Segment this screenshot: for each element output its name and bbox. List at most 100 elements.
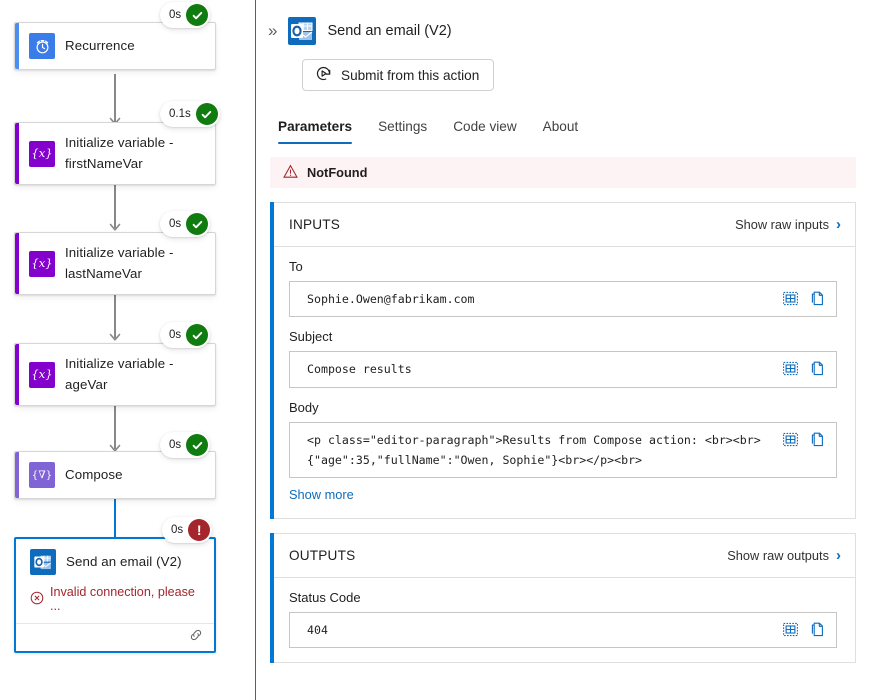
variable-icon: {x} xyxy=(29,140,55,167)
error-banner: NotFound xyxy=(270,157,856,188)
chevron-double-right-icon[interactable]: » xyxy=(268,20,278,40)
field-value: Sophie.Owen@fabrikam.com xyxy=(307,292,475,306)
workflow-node[interactable]: {x} Initialize variable - firstNameVar xyxy=(14,122,216,186)
node-main-row: {x}Initialize variable - ageVar xyxy=(15,344,215,405)
node-accent-bar xyxy=(15,233,19,295)
node-title: Send an email (V2) xyxy=(66,553,182,569)
show-raw-inputs-link[interactable]: Show raw inputs › xyxy=(735,217,841,232)
tab-settings[interactable]: Settings xyxy=(368,113,437,144)
connection-link-icon[interactable] xyxy=(188,627,204,648)
node-title: Initialize variable - firstNameVar xyxy=(65,135,174,171)
copy-icon xyxy=(811,432,823,446)
field-status-code: Status Code 404 xyxy=(289,590,837,649)
node-duration: 0s xyxy=(171,524,184,536)
connector-edge xyxy=(114,493,116,537)
field-value-box[interactable]: <p class="editor-paragraph">Results from… xyxy=(289,421,837,479)
node-main-row: {∇}Compose xyxy=(15,452,215,498)
node-duration: 0.1s xyxy=(169,108,191,120)
field-actions xyxy=(782,620,826,638)
chevron-right-icon: › xyxy=(836,216,841,233)
expand-table-button[interactable] xyxy=(782,360,799,377)
connector-arrow-icon xyxy=(109,219,121,231)
field-actions xyxy=(782,289,826,307)
copy-icon xyxy=(811,291,823,306)
node-accent-bar xyxy=(15,123,19,185)
compose-icon: {∇} xyxy=(29,462,55,488)
action-details-panel: » Send an email (V2) xyxy=(256,0,870,700)
inputs-heading: INPUTS xyxy=(289,217,341,232)
node-title: Initialize variable - lastNameVar xyxy=(65,245,174,281)
connector-edge xyxy=(114,399,116,449)
copy-icon xyxy=(811,622,823,637)
outputs-card-body: Status Code 404 xyxy=(271,578,855,662)
connector-arrow-icon xyxy=(109,329,121,341)
node-duration: 0s xyxy=(169,439,182,451)
node-accent-bar xyxy=(15,23,19,69)
clock-icon xyxy=(29,33,55,59)
copy-button[interactable] xyxy=(809,621,826,638)
node-title: Initialize variable - ageVar xyxy=(65,356,174,392)
node-status-badge: 0s xyxy=(160,432,211,458)
workflow-node[interactable]: {x}Initialize variable - ageVar xyxy=(14,343,216,407)
panel-header: » Send an email (V2) xyxy=(256,0,870,45)
copy-button[interactable] xyxy=(809,431,826,448)
check-icon xyxy=(186,324,209,346)
expand-table-button[interactable] xyxy=(782,431,799,448)
check-icon xyxy=(186,4,209,26)
show-more-link[interactable]: Show more xyxy=(289,487,354,503)
node-duration: 0s xyxy=(169,329,182,341)
field-body: Body<p class="editor-paragraph">Results … xyxy=(289,400,837,505)
node-duration: 0s xyxy=(169,9,182,21)
connector-arrow-icon xyxy=(109,113,121,125)
copy-button[interactable] xyxy=(809,360,826,377)
node-duration: 0s xyxy=(169,218,182,230)
field-value-box[interactable]: Compose results xyxy=(289,351,837,388)
tab-parameters[interactable]: Parameters xyxy=(268,113,362,144)
workflow-node[interactable]: {∇}Compose xyxy=(14,451,216,499)
submit-from-this-action-button[interactable]: Submit from this action xyxy=(302,59,495,91)
field-value-box[interactable]: Sophie.Owen@fabrikam.com xyxy=(289,281,837,318)
node-title: Recurrence xyxy=(65,37,135,53)
check-icon xyxy=(186,434,209,456)
show-raw-inputs-label: Show raw inputs xyxy=(735,217,829,232)
outlook-icon xyxy=(288,17,317,45)
connector-edge xyxy=(114,74,116,122)
expand-table-icon xyxy=(783,291,798,306)
field-actions xyxy=(782,359,826,377)
workflow-canvas[interactable]: Recurrence 0s {x} Initialize variable - fir… xyxy=(0,0,256,700)
node-status-badge: 0.1s xyxy=(160,101,220,127)
node-main-row: {x} Initialize variable - lastNameVar xyxy=(15,233,215,294)
tab-code-view[interactable]: Code view xyxy=(443,113,526,144)
workflow-node[interactable]: Send an email (V2)Invalid connection, pl… xyxy=(14,537,216,653)
variable-icon: {x} xyxy=(29,250,55,277)
chevron-right-icon: › xyxy=(836,547,841,565)
copy-button[interactable] xyxy=(809,290,826,307)
expand-table-icon xyxy=(783,362,798,376)
node-status-badge: 0s xyxy=(160,2,211,28)
expand-table-button[interactable] xyxy=(782,621,799,638)
show-raw-outputs-link[interactable]: Show raw outputs› xyxy=(727,548,841,563)
field-label: Status Code xyxy=(289,590,361,606)
connector-arrow-icon xyxy=(109,440,121,452)
check-icon xyxy=(195,103,218,125)
node-status-badge: 0s xyxy=(160,322,211,348)
exclamation-icon: ! xyxy=(188,519,211,541)
node-main-row: Recurrence xyxy=(15,23,215,69)
expand-table-button[interactable] xyxy=(782,290,799,307)
node-main-row: Send an email (V2) xyxy=(16,539,214,585)
field-actions xyxy=(782,430,826,448)
error-circle-icon xyxy=(30,591,44,608)
field-value-box[interactable]: 404 xyxy=(289,612,837,649)
copy-icon xyxy=(811,361,823,376)
workflow-node[interactable]: {x} Initialize variable - lastNameVar xyxy=(14,232,216,296)
tab-about[interactable]: About xyxy=(533,113,589,144)
workflow-node[interactable]: Recurrence xyxy=(14,22,216,70)
field-value: 404 xyxy=(307,623,328,638)
submit-button-label: Submit from this action xyxy=(341,67,480,83)
panel-title: Send an email (V2) xyxy=(327,23,452,39)
